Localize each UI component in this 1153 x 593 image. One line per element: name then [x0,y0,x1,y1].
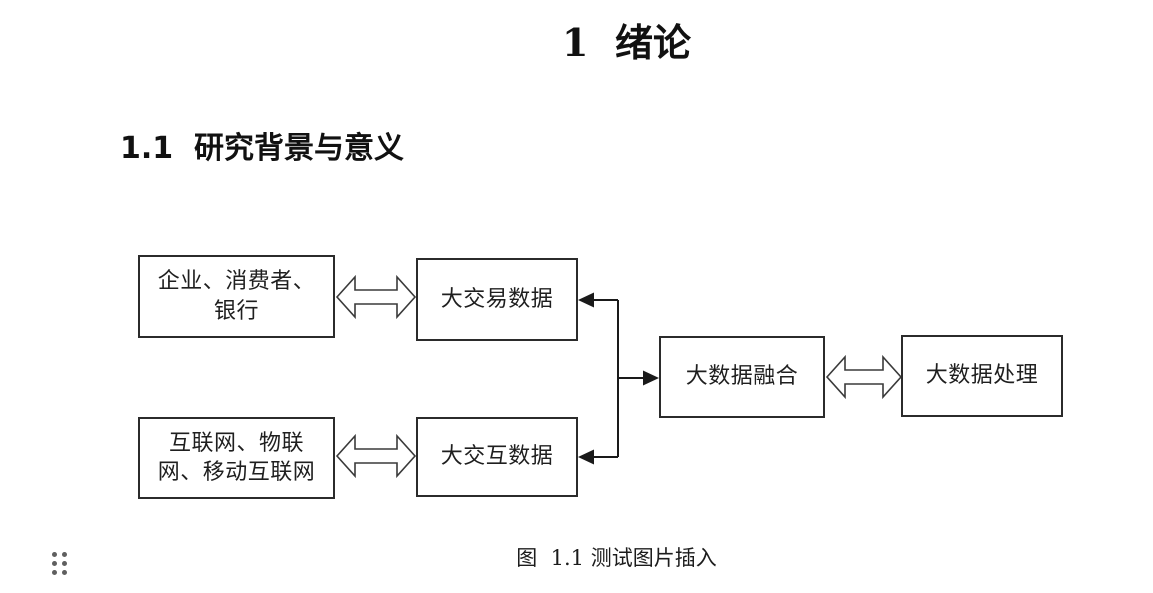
handle-dot [62,570,67,575]
node-label-line: 大数据处理 [925,363,1039,389]
arrowhead-into-fusion [643,370,659,386]
handle-dot [62,561,67,566]
handle-dot [52,570,57,575]
handle-dot [62,552,67,557]
handle-dot [52,552,57,557]
diagram-node-transaction-sources: 企业、消费者、 银行 [138,255,335,338]
arrowhead-into-interaction-data [578,449,594,465]
section-heading: 1.1 研究背景与意义 [120,131,405,166]
double-arrow-interaction [335,433,417,479]
arrowhead-into-transaction-data [578,292,594,308]
node-label-line: 企业、消费者、 [157,269,316,295]
double-arrow-transaction [335,274,417,320]
double-arrow-fusion-processing [825,354,903,400]
drag-handle-icon[interactable] [52,552,67,575]
diagram-node-interaction-sources: 互联网、物联 网、移动互联网 [138,417,335,499]
chapter-title: 1 绪论 [562,20,691,65]
node-label-line: 网、移动互联网 [157,460,316,485]
node-label-line: 大交易数据 [440,286,554,312]
handle-dot [52,561,57,566]
figure-caption: 图 1.1 测试图片插入 [516,546,717,570]
diagram-node-big-interaction-data: 大交互数据 [416,417,578,497]
node-label-line: 大交互数据 [440,444,554,470]
node-label-line: 互联网、物联 [168,430,304,456]
diagram-node-big-data-processing: 大数据处理 [901,335,1063,417]
diagram-node-big-data-fusion: 大数据融合 [659,336,825,418]
node-label-line: 银行 [213,298,259,324]
node-label-line: 大数据融合 [685,364,799,390]
diagram-node-big-transaction-data: 大交易数据 [416,258,578,341]
